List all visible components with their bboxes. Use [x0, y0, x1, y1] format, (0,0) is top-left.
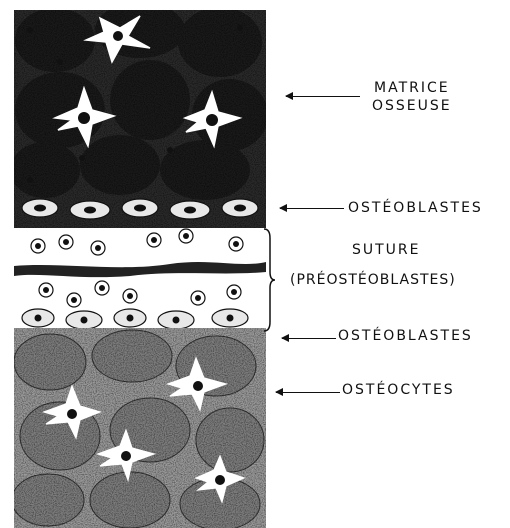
- arrow-osteocytes: [276, 392, 340, 393]
- label-suture-line1: SUTURE: [352, 242, 421, 259]
- label-osteoblastes-bottom: OSTÉOBLASTES: [338, 328, 473, 345]
- label-matrice-line1: MATRICE: [374, 80, 450, 97]
- arrow-osteoblastes-top: [280, 208, 344, 209]
- label-matrice-line2: OSSEUSE: [372, 98, 452, 115]
- osteocyte-region: [12, 328, 266, 528]
- suture-region: [14, 229, 266, 329]
- label-suture-line2: (PRÉOSTÉOBLASTES): [290, 272, 456, 289]
- arrow-osteoblastes-bottom: [282, 338, 336, 339]
- suture-brace: [262, 228, 276, 332]
- arrow-matrice: [286, 96, 360, 97]
- bone-matrix-region: [10, 2, 268, 228]
- label-osteocytes: OSTÉOCYTES: [342, 382, 455, 399]
- label-osteoblastes-top: OSTÉOBLASTES: [348, 200, 483, 217]
